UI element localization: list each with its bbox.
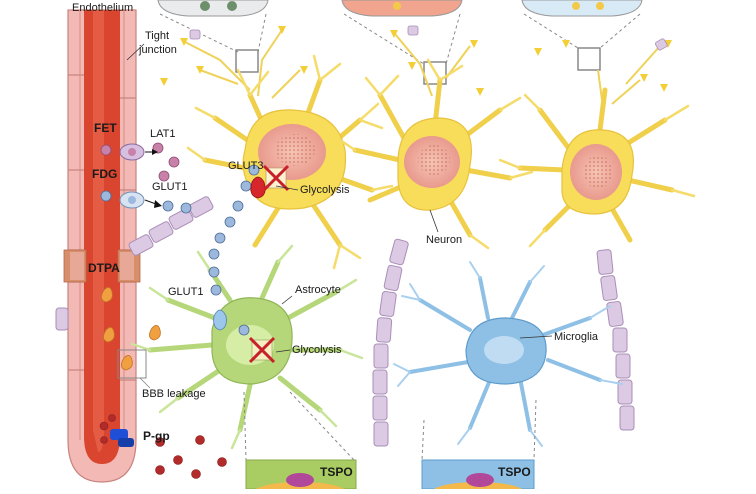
neuron-left xyxy=(186,54,394,270)
neuron-right xyxy=(498,87,696,248)
label-bbb-leakage: BBB leakage xyxy=(142,388,206,400)
label-pgp: P-gp xyxy=(143,429,170,443)
label-fet: FET xyxy=(94,121,117,135)
label-astrocyte: Astrocyte xyxy=(295,284,341,296)
top-panel-middle xyxy=(341,0,463,85)
glut3-transporter xyxy=(250,176,266,199)
red-blood-cells xyxy=(99,414,227,479)
label-glycolysis-neuron: Glycolysis xyxy=(300,184,350,196)
label-tspo-left: TSPO xyxy=(320,465,353,479)
bbb-leakage-box xyxy=(117,349,147,379)
fet-molecules xyxy=(100,142,180,182)
glycolysis-block-neuron xyxy=(262,164,290,192)
top-panel-left xyxy=(157,0,269,73)
label-dtpa: DTPA xyxy=(88,261,120,275)
label-glut1-top: GLUT1 xyxy=(152,181,188,193)
synaptic-boutons xyxy=(189,25,668,51)
fdg-molecules xyxy=(100,164,260,336)
dtpa-molecules xyxy=(101,287,161,371)
label-tight-junction-1: Tight xyxy=(145,30,170,42)
microglia xyxy=(393,261,623,447)
glut1-transporter-astro xyxy=(213,309,227,331)
blood-vessel xyxy=(63,9,145,483)
label-tspo-right: TSPO xyxy=(498,465,531,479)
synaptic-triangles xyxy=(160,26,672,96)
lat1-transporter xyxy=(119,143,158,161)
label-fdg: FDG xyxy=(92,167,118,181)
axons xyxy=(55,196,635,447)
glycolysis-block-astro xyxy=(248,336,276,364)
label-tight-junction-2: junction xyxy=(139,44,177,56)
label-neuron: Neuron xyxy=(426,234,463,246)
top-panel-right xyxy=(521,0,643,71)
label-lat1: LAT1 xyxy=(150,128,176,140)
pgp-transporter xyxy=(110,429,134,447)
label-glut3: GLUT3 xyxy=(228,160,264,172)
label-glut1-astro: GLUT1 xyxy=(168,286,204,298)
label-endothelium: Endothelium xyxy=(72,2,134,14)
label-glycolysis-astro: Glycolysis xyxy=(292,344,342,356)
neuron-middle xyxy=(338,58,534,250)
label-microglia: Microglia xyxy=(554,331,599,343)
glut1-transporter-top xyxy=(119,191,162,209)
label-leaders xyxy=(275,185,553,353)
synaptic-endings xyxy=(184,29,661,105)
